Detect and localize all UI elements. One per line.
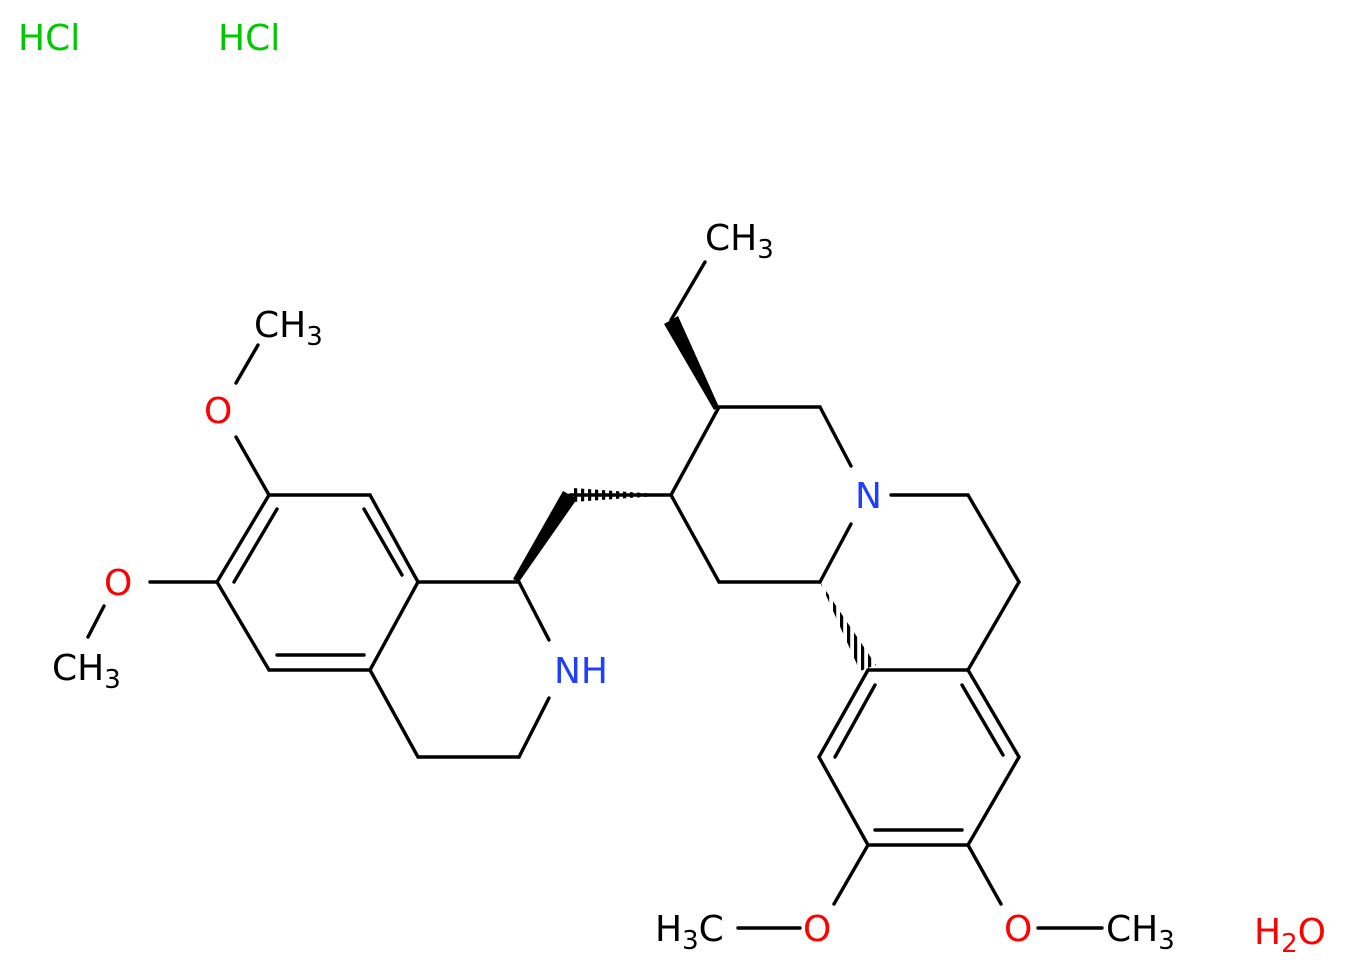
- bond-single: [669, 260, 707, 322]
- bond-single: [832, 843, 870, 906]
- bond-inner-double: [232, 507, 279, 584]
- bonds: [86, 260, 1104, 930]
- bond-single: [966, 580, 1021, 672]
- hash-bond: [573, 488, 671, 502]
- bond-single: [669, 405, 721, 497]
- bond-aromatic: [966, 755, 1021, 847]
- hcl-label-2: HCl: [218, 18, 280, 59]
- bond-single: [368, 668, 420, 759]
- ch3-label-left: CH3: [52, 648, 121, 695]
- bond-aromatic: [215, 580, 271, 672]
- nh-label: NH: [554, 651, 608, 692]
- bond-inner-double: [833, 683, 877, 759]
- bond-inner-double: [960, 683, 1005, 757]
- ch3-label-bottom-right: CH3: [1106, 909, 1175, 956]
- bond-single: [517, 580, 551, 642]
- oxygen-label-top: O: [204, 391, 232, 432]
- bond-aromatic: [368, 493, 420, 584]
- bond-single: [818, 522, 853, 584]
- salt-labels: HCl HCl H2O: [18, 18, 1326, 959]
- bond-aromatic: [368, 580, 420, 672]
- wedge-bond: [513, 491, 577, 582]
- bond-single: [234, 343, 260, 385]
- atom-labels: O CH3 O CH3 NH CH3 N H3C O O CH3: [52, 218, 1175, 956]
- hcl-label-1: HCl: [18, 18, 80, 59]
- bond-single: [86, 604, 106, 639]
- oxygen-label-bottom-right: O: [1004, 909, 1032, 950]
- oxygen-label-bottom-left: O: [803, 909, 831, 950]
- oxygen-label-left: O: [104, 563, 132, 604]
- bond-single: [966, 843, 1003, 906]
- h3c-label: H3C: [655, 909, 724, 956]
- bond-single: [966, 493, 1021, 584]
- stereo-bonds: [513, 316, 876, 671]
- bond-single: [669, 493, 721, 584]
- bond-aromatic: [966, 668, 1021, 759]
- bond-single: [234, 435, 271, 497]
- bond-inner-double: [362, 507, 404, 577]
- ch3-label-top: CH3: [254, 305, 323, 352]
- water-label: H2O: [1254, 912, 1326, 959]
- bond-aromatic: [817, 668, 870, 759]
- hash-bond: [820, 582, 876, 671]
- bond-single: [818, 405, 853, 468]
- bond-single: [517, 696, 551, 759]
- ch3-label-ethyl: CH3: [705, 218, 774, 265]
- nitrogen-label: N: [855, 476, 882, 517]
- bond-aromatic: [215, 493, 271, 584]
- wedge-bond: [664, 316, 719, 410]
- bond-aromatic: [817, 755, 870, 847]
